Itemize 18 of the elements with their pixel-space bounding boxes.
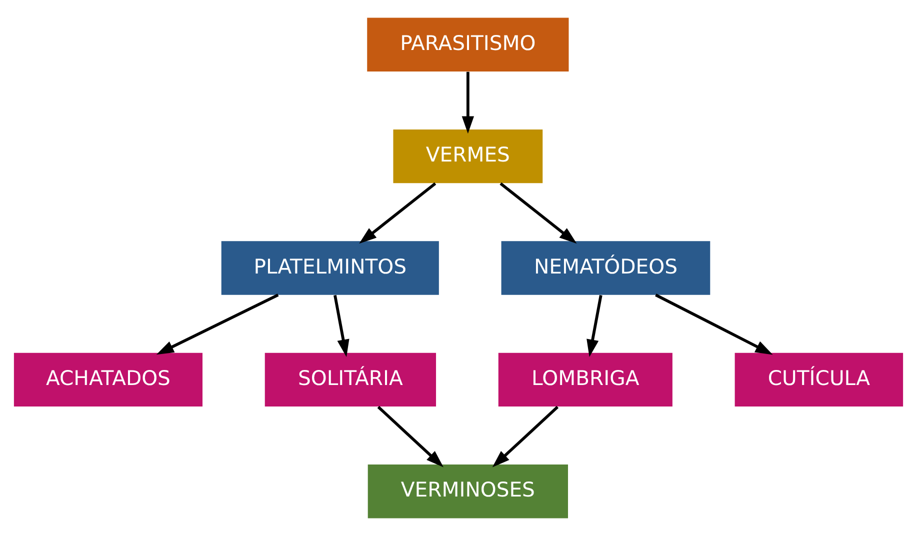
node-box: VERMINOSES xyxy=(368,464,568,518)
arrow xyxy=(359,182,436,244)
node-box: SOLITÁRIA xyxy=(264,352,436,406)
node-box: LOMBRIGA xyxy=(498,352,672,406)
arrow xyxy=(156,293,279,354)
arrow xyxy=(334,294,350,356)
arrow xyxy=(500,182,577,244)
node-box: PARASITISMO xyxy=(367,17,569,71)
node-box: VERMES xyxy=(393,128,543,183)
arrow xyxy=(462,71,474,134)
arrow xyxy=(655,293,773,354)
node-box: PLATELMINTOS xyxy=(221,240,439,294)
node-box: NEMATÓDEOS xyxy=(501,240,710,294)
arrow xyxy=(492,405,559,467)
node-box: CUTÍCULA xyxy=(734,352,904,406)
arrow xyxy=(586,294,602,356)
arrow xyxy=(377,405,444,467)
node-box: ACHATADOS xyxy=(14,352,202,406)
